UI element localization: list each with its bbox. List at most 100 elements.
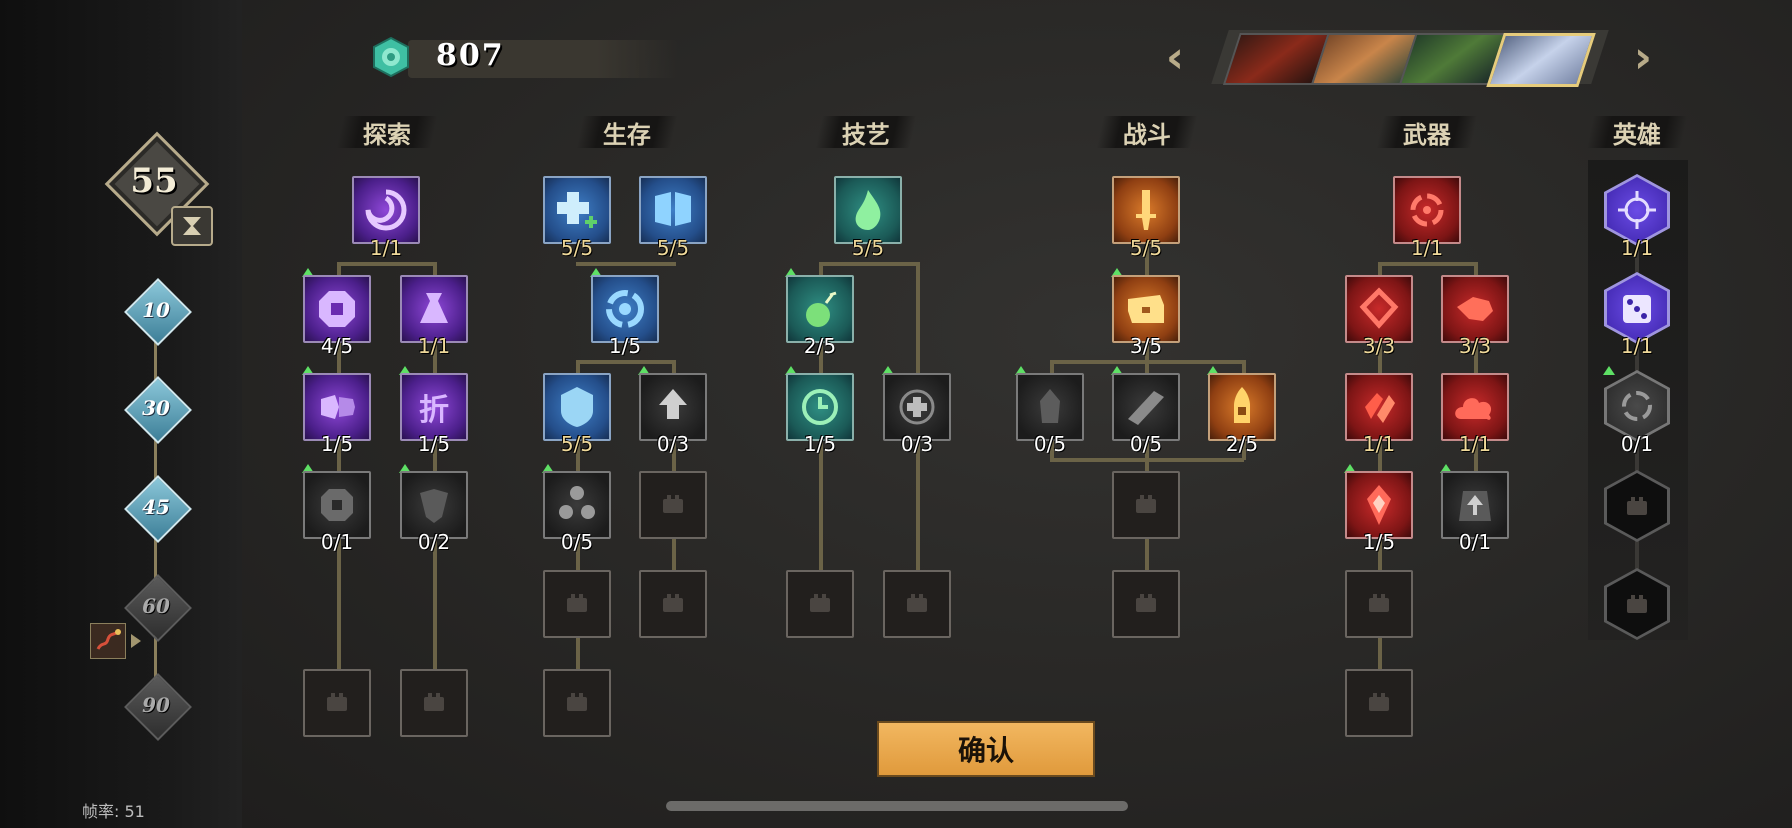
talent-locked[interactable] [543,570,611,638]
talent-weapon-cards[interactable] [1345,373,1413,441]
talent-weapon-crest[interactable] [1345,471,1413,539]
fist-icon [1457,297,1493,321]
reset-button[interactable] [171,206,213,246]
talent-combat-bullet[interactable] [1208,373,1276,441]
hero-talent-swirl[interactable] [1604,370,1670,442]
refine-glyph: 折 [419,393,449,428]
milestone-label: 90 [142,693,170,717]
talent-craft-bomb[interactable] [786,275,854,343]
talent-survival-rise[interactable] [639,373,707,441]
talent-locked[interactable] [543,669,611,737]
regen-ring-icon [606,290,644,328]
hero-next-button[interactable]: › [1633,31,1653,83]
talent-count: 1/5 [803,432,837,456]
currency-value: 807 [436,38,505,73]
category-explore: 探索 [336,116,438,149]
talent-weapon-crosshair[interactable] [1393,176,1461,244]
talent-weapon-cloud[interactable] [1441,373,1509,441]
talent-locked[interactable] [1112,570,1180,638]
talent-craft-repair[interactable] [883,373,951,441]
talent-locked[interactable] [303,669,371,737]
talent-craft-timer[interactable] [786,373,854,441]
talent-combat-pen[interactable] [1016,373,1084,441]
talent-locked[interactable] [1345,669,1413,737]
talent-count: 3/3 [1362,334,1396,358]
talent-combat-blade[interactable] [1112,373,1180,441]
talent-survival-regen[interactable] [591,275,659,343]
flame-icon [855,190,881,230]
rank-badge: 55 [104,131,210,237]
lock-box-icon [1369,594,1389,612]
talent-locked[interactable] [883,570,951,638]
category-combat: 战斗 [1096,116,1198,149]
talent-explore-coins[interactable] [303,373,371,441]
talent-weapon-bag[interactable] [1441,471,1509,539]
hero-prev-button[interactable]: ‹ [1165,31,1185,83]
talent-explore-coin[interactable] [303,275,371,343]
upgrade-arrow-icon [399,366,411,375]
target-icon [1618,191,1656,229]
hero-talent-locked[interactable] [1604,470,1670,542]
talent-locked[interactable] [639,471,707,539]
upgrade-arrow-icon [1207,366,1219,375]
talent-craft-flame[interactable] [834,176,902,244]
talent-explore-vortex[interactable] [352,176,420,244]
dragon-icon [96,629,121,650]
talent-locked[interactable] [786,570,854,638]
lock-box-icon [1369,693,1389,711]
talent-explore-pouch[interactable] [400,275,468,343]
milestone-label: 60 [142,594,170,618]
milestone-10[interactable]: 10 [124,278,192,346]
talent-locked[interactable] [639,570,707,638]
home-indicator[interactable] [666,801,1128,811]
talent-survival-armor[interactable] [639,176,707,244]
talent-count: 0/5 [560,530,594,554]
lock-box-icon [1627,497,1647,515]
milestone-label: 10 [142,298,170,322]
talent-combat-sword[interactable] [1112,176,1180,244]
dice-icon [1623,295,1651,323]
talent-count: 0/5 [1129,432,1163,456]
talent-count: 0/3 [656,432,690,456]
talent-explore-shard[interactable] [400,471,468,539]
marker-arrow-icon [131,634,141,648]
talent-survival-triskelion[interactable] [543,471,611,539]
milestone-90[interactable]: 90 [124,673,192,741]
upgrade-arrow-icon [1440,464,1452,473]
talent-locked[interactable] [1345,570,1413,638]
fps-counter: 帧率: 51 [82,802,145,821]
milestone-60[interactable]: 60 [124,574,192,642]
talent-count: 2/5 [1225,432,1259,456]
arrow-bag-icon [1459,491,1491,521]
talent-count: 1/1 [1410,236,1444,260]
talent-combat-chest[interactable] [1112,275,1180,343]
talent-count: 5/5 [1129,236,1163,260]
talent-locked[interactable] [1112,471,1180,539]
repair-plus-icon [899,389,935,425]
milestone-30[interactable]: 30 [124,376,192,444]
swirl-icon [1622,391,1652,421]
hero-talent-dice[interactable] [1604,272,1670,344]
talent-count: 1/5 [608,334,642,358]
hero-selector [1211,30,1609,87]
talent-survival-heal[interactable] [543,176,611,244]
lock-box-icon [810,594,830,612]
hero-talent-target[interactable] [1604,174,1670,246]
upgrade-arrow-icon [399,464,411,473]
milestone-45[interactable]: 45 [124,475,192,543]
talent-count: 1/1 [369,236,403,260]
talent-count: 5/5 [560,432,594,456]
talent-locked[interactable] [400,669,468,737]
hero-talent-locked[interactable] [1604,568,1670,640]
lock-box-icon [907,594,927,612]
talent-explore-gem[interactable] [303,471,371,539]
talent-explore-refine[interactable]: 折 [400,373,468,441]
upgrade-arrow-icon [785,268,797,277]
lock-box-icon [1136,495,1156,513]
talent-survival-shield[interactable] [543,373,611,441]
milestone-label: 30 [142,396,170,420]
hero-portrait-4[interactable] [1486,33,1596,87]
confirm-button[interactable]: 确认 [877,721,1095,777]
talent-weapon-rune[interactable] [1345,275,1413,343]
talent-weapon-fist[interactable] [1441,275,1509,343]
